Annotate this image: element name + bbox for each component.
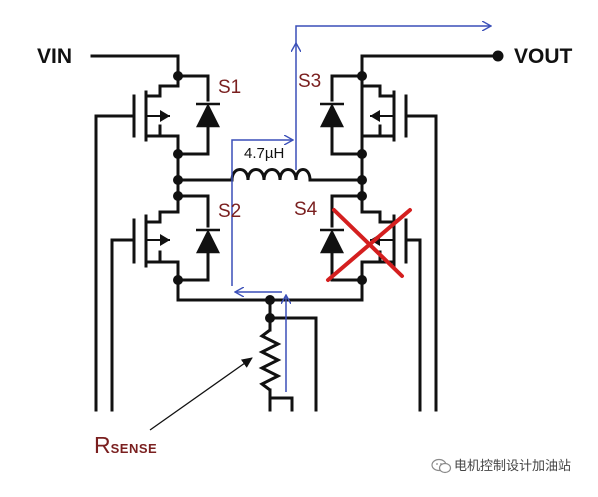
watermark-text: 电机控制设计加油站	[454, 459, 572, 474]
current-path	[231, 26, 490, 392]
junctions	[173, 50, 504, 323]
s1-label: S1	[218, 77, 242, 98]
vout-wire	[360, 54, 498, 78]
current-arrow-out	[295, 26, 490, 44]
rsense-resistor	[258, 328, 282, 392]
s3-diode	[319, 103, 345, 128]
vout-terminal	[492, 50, 504, 62]
s1-diode	[195, 103, 221, 128]
rsense-pointer	[149, 357, 253, 431]
s4-gate-wire	[404, 238, 422, 412]
rsense-label-main: R	[94, 432, 111, 458]
wires	[90, 54, 498, 412]
diodes	[195, 102, 345, 254]
s2-gate-wire	[110, 238, 136, 412]
s4-diode	[319, 229, 345, 254]
vin-label: VIN	[37, 45, 73, 68]
s3-label: S3	[298, 71, 322, 92]
inductor-coil	[230, 168, 312, 181]
vin-wire	[90, 54, 180, 78]
s4-label: S4	[294, 199, 318, 220]
vout-label: VOUT	[514, 45, 573, 68]
s1-gate-wire	[94, 114, 136, 412]
s2-diode	[195, 229, 221, 254]
s2-label: S2	[218, 201, 242, 222]
mosfet-arrows	[146, 110, 394, 246]
wechat-icon	[431, 458, 452, 474]
rsense-label-sub: SENSE	[110, 441, 158, 456]
inductor-label: 4.7µH	[244, 145, 285, 162]
rsense-label: RSENSE	[94, 434, 157, 457]
current-arrow-right	[231, 140, 292, 286]
s4-disabled-cross	[326, 208, 412, 282]
s3-gate-wire	[404, 114, 438, 412]
